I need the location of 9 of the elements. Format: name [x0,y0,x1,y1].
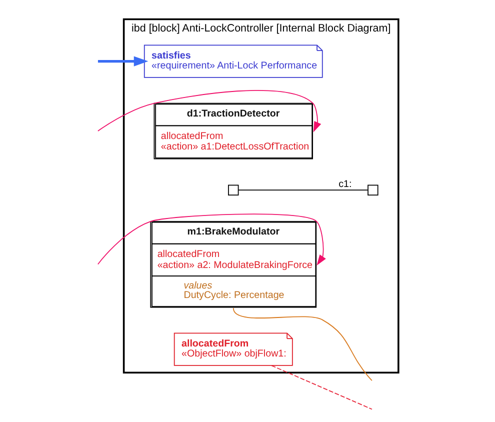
connector [271,365,372,410]
node-box [368,184,378,196]
node-box [228,184,239,196]
connector [232,308,372,381]
edge-label: c1: [338,179,352,190]
arrow [98,56,148,66]
arrow [98,90,322,132]
arrow [98,214,326,266]
connector [238,190,368,191]
